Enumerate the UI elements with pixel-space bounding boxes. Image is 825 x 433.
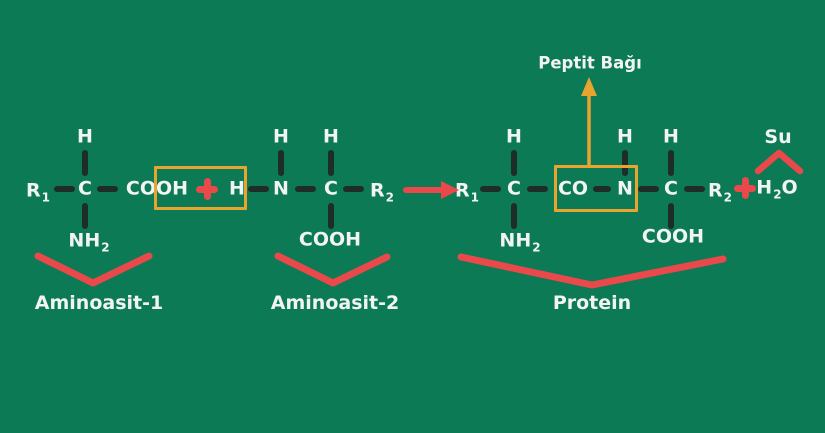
bond-c-cooh-aa1 [97, 186, 118, 192]
chevron-brace-protein [457, 253, 727, 289]
bond-c1-co-protein [527, 186, 548, 192]
atom-h-top-c1-protein: H [506, 125, 522, 148]
atom-r2-sub: 2 [723, 190, 732, 205]
bond-c2-cooh-protein [668, 203, 674, 229]
atom-nh2-sub: 2 [532, 240, 541, 255]
atom-nh2-sub: 2 [101, 240, 110, 255]
atom-r1-sub: 1 [41, 190, 50, 205]
bond-n-c-aa2 [295, 186, 316, 192]
label-peptit-bagi: Peptit Bağı [538, 53, 642, 73]
bond-h-c-aa1 [82, 150, 88, 176]
bond-h-c-top-aa2 [328, 150, 334, 176]
plus-icon [734, 177, 756, 199]
highlight-box-oh-h [154, 166, 247, 210]
atom-c-aa1: C [78, 177, 92, 200]
atom-c1-protein: C [507, 177, 521, 200]
bond-c2-r2-protein [684, 186, 705, 192]
atom-cooh-aa2: COOH [298, 228, 362, 251]
atom-cooh-aa1: COOH [125, 177, 189, 200]
atom-r2-sub: 2 [385, 190, 394, 205]
plus-icon [196, 178, 218, 200]
bond-c1-nh2-protein [511, 203, 517, 229]
arrow-up-head [581, 77, 597, 96]
bond-c-nh2-aa1 [82, 203, 88, 229]
atom-h-top-aa1: H [77, 125, 93, 148]
bond-h-c1-protein [511, 150, 517, 176]
chevron-brace-aminoasit1 [34, 252, 153, 287]
atom-nh2-aa1: NH2 [68, 229, 109, 254]
chevron-brace-aminoasit2 [274, 252, 391, 287]
atom-r1-main: R [26, 179, 41, 202]
atom-nh2-main: NH [499, 229, 532, 252]
atom-cooh-protein: COOH [641, 225, 705, 248]
label-aminoasit-2: Aminoasit-2 [270, 292, 400, 315]
label-aminoasit-1: Aminoasit-1 [34, 292, 164, 315]
atom-h2o-sub: 2 [773, 187, 782, 202]
label-su: Su [764, 126, 792, 149]
atom-r1-aa1: R1 [26, 179, 50, 204]
label-protein: Protein [552, 292, 632, 315]
bond-c-r2-aa2 [343, 186, 364, 192]
bond-c-cooh-aa2 [328, 203, 334, 229]
atom-co-protein: CO [557, 177, 589, 200]
highlight-box-peptide-bond [554, 165, 638, 212]
atom-r2-main: R [708, 179, 723, 202]
atom-h-transfer-aa2: H [229, 177, 245, 200]
atom-n-protein: N [617, 177, 633, 200]
atom-h-top-c2-protein: H [663, 125, 679, 148]
atom-r1-sub: 1 [470, 190, 479, 205]
atom-nh2-main: NH [68, 229, 101, 252]
atom-h2o-h: H [756, 176, 773, 199]
atom-r1-main: R [455, 179, 470, 202]
bond-r1-c1-protein [480, 186, 501, 192]
bond-h-n-aa2 [248, 186, 269, 192]
atom-r2-aa2: R2 [370, 179, 394, 204]
bond-h-c2-protein [668, 150, 674, 176]
atom-r1-protein: R1 [455, 179, 479, 204]
atom-r2-protein: R2 [708, 179, 732, 204]
bond-r1-c-aa1 [54, 186, 75, 192]
atom-h2o: H2O [756, 176, 798, 201]
atom-h-top-n-protein: H [617, 125, 633, 148]
atom-n-aa2: N [273, 177, 289, 200]
chevron-su [754, 149, 804, 175]
atom-c-aa2: C [324, 177, 338, 200]
bond-co-n-protein [593, 186, 611, 192]
atom-nh2-protein: NH2 [499, 229, 540, 254]
atom-c2-protein: C [664, 177, 678, 200]
bond-h-n-protein [622, 150, 628, 176]
atom-h-top-n-aa2: H [273, 125, 289, 148]
atom-r2-main: R [370, 179, 385, 202]
bond-h-n-top-aa2 [278, 150, 284, 176]
atom-h2o-o: O [781, 176, 798, 199]
bond-n-c2-protein [638, 186, 659, 192]
atom-h-top-c-aa2: H [323, 125, 339, 148]
